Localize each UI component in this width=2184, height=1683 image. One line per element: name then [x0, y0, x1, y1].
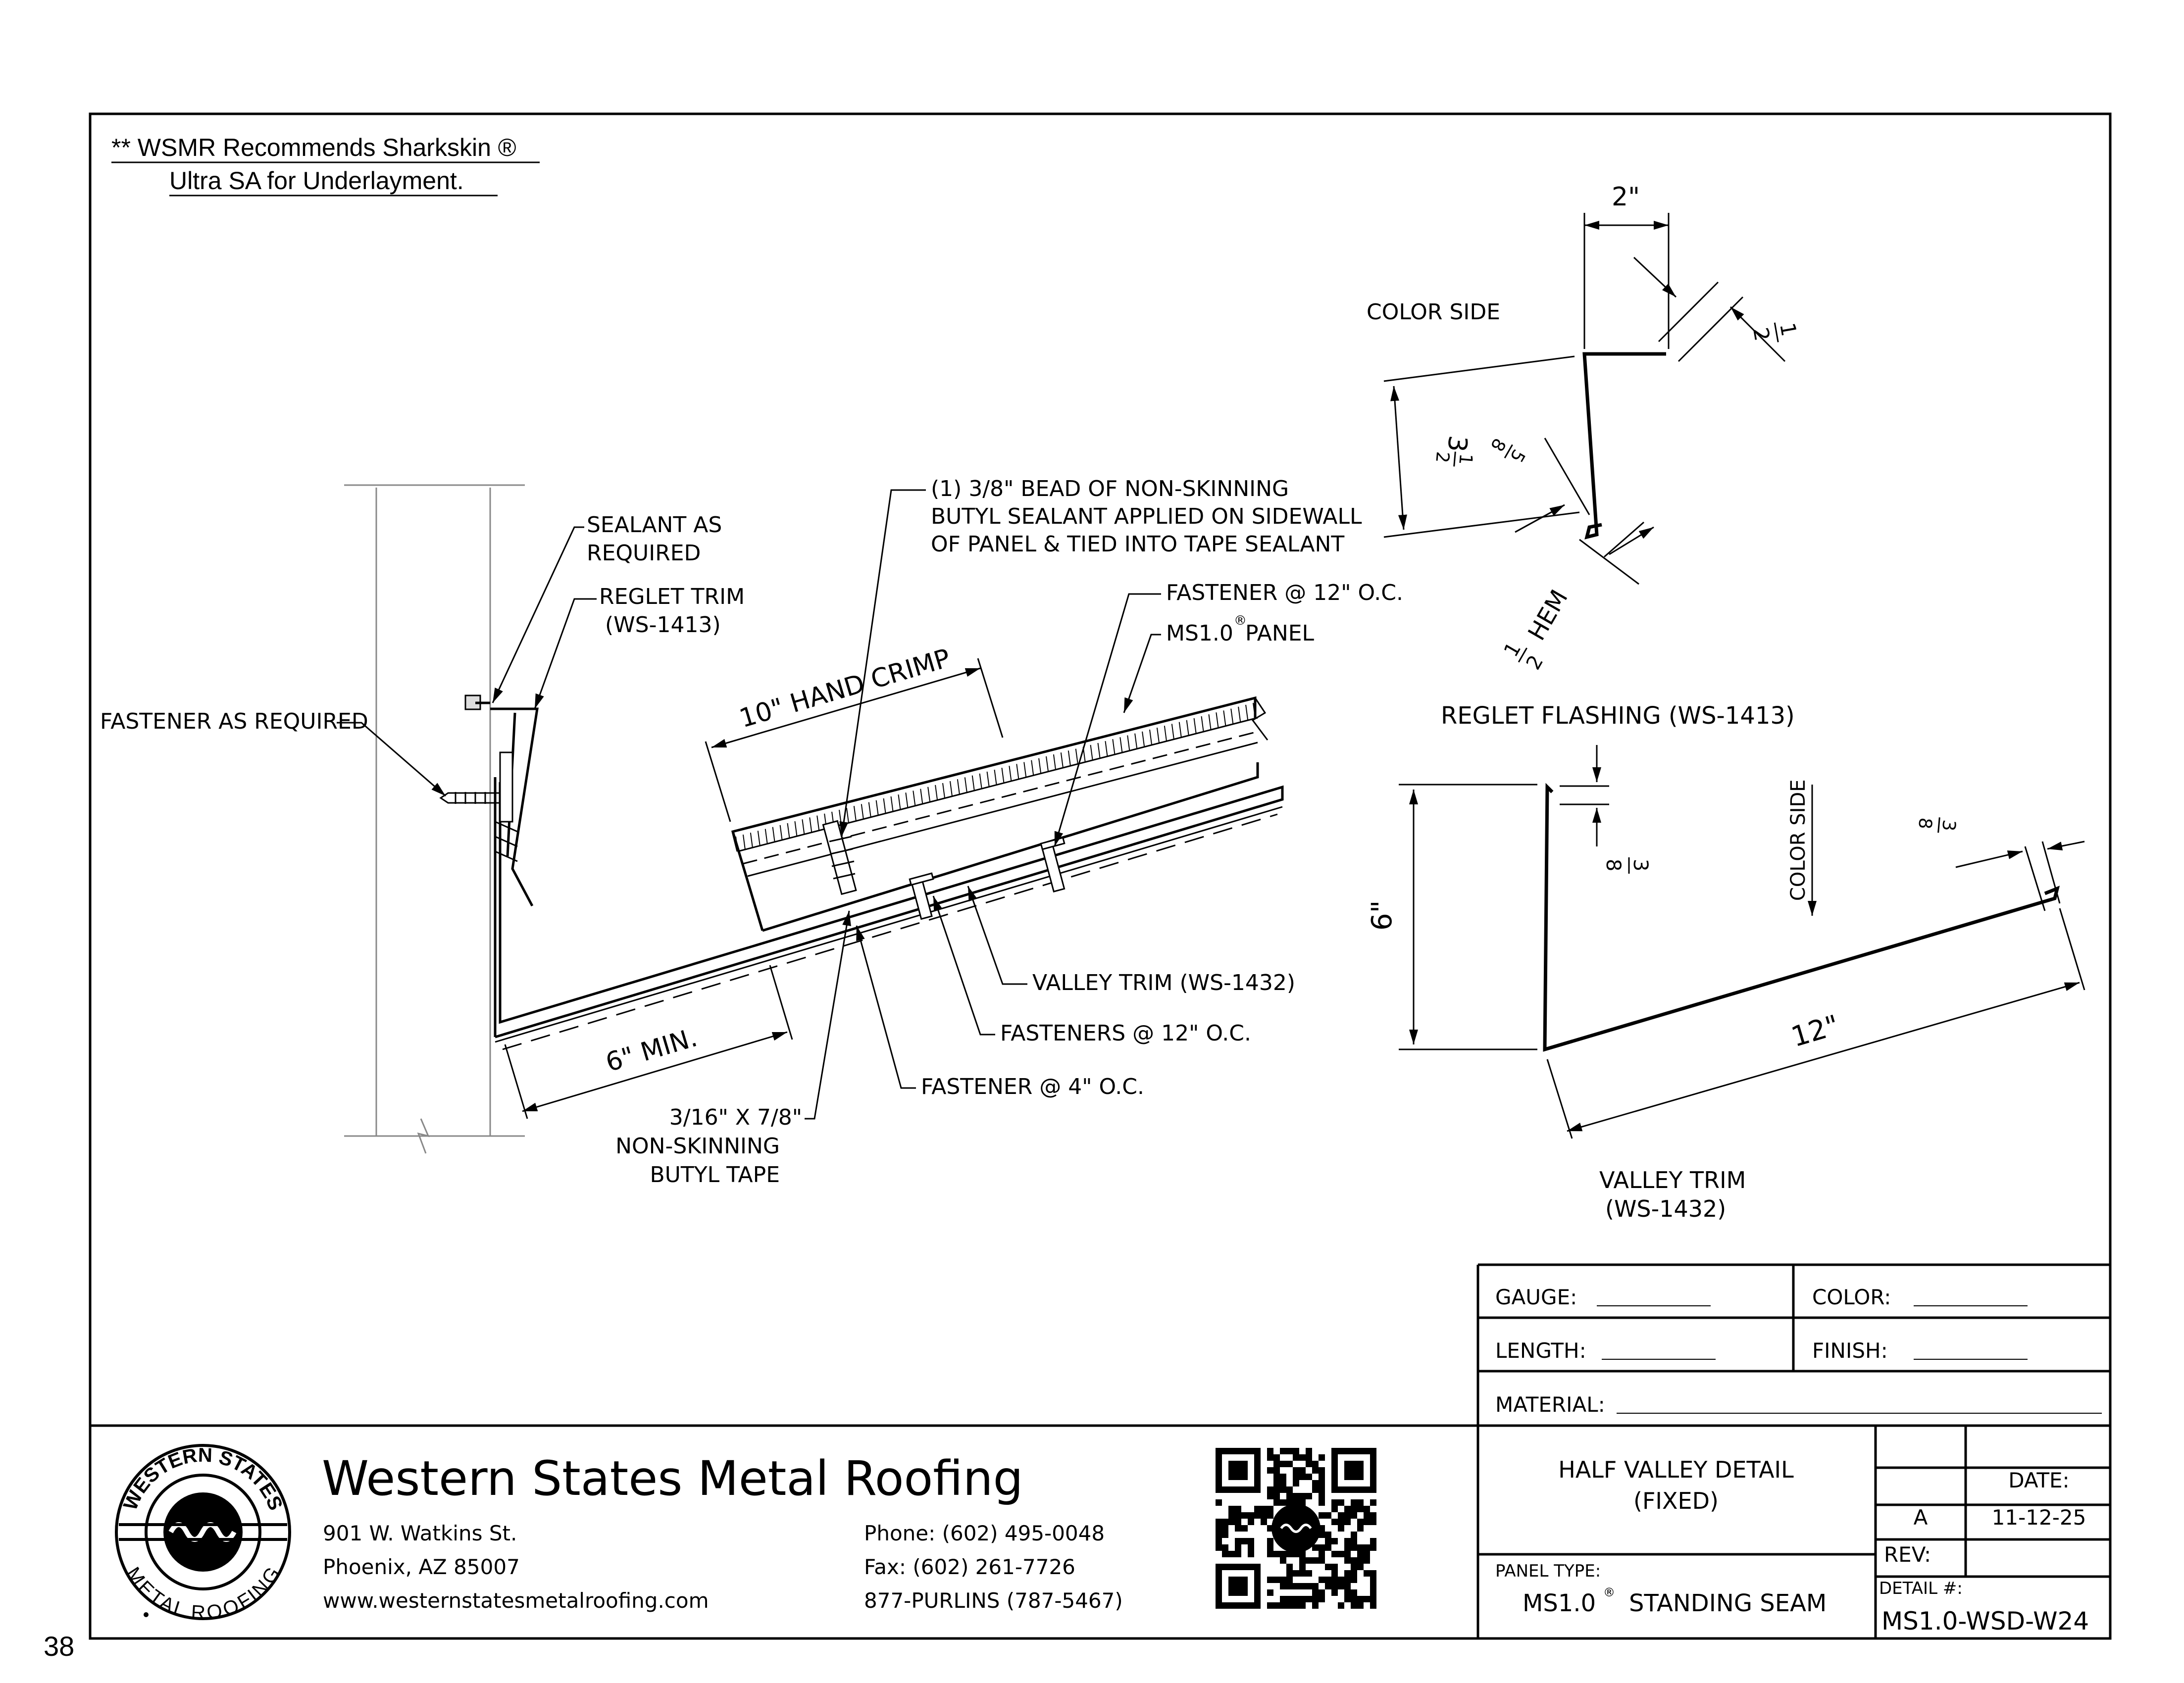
detail-no-label: DETAIL #:: [1879, 1579, 1963, 1598]
spec-gauge: GAUGE:: [1495, 1285, 1577, 1309]
sheet-border: [89, 112, 2112, 1640]
dim-six-min: [504, 965, 793, 1119]
label-panel-reg: ®: [1234, 613, 1247, 628]
label-bead-1: (1) 3/8" BEAD OF NON-SKINNING: [931, 476, 1289, 501]
company-address-2: Phoenix, AZ 85007: [323, 1555, 520, 1579]
label-tape-1: 3/16" X 7/8": [669, 1105, 802, 1130]
page-number: 38: [44, 1631, 74, 1662]
valley-trim-section: [494, 777, 1284, 1039]
svg-text:8: 8: [1914, 817, 1935, 830]
date-label: DATE:: [2008, 1468, 2069, 1492]
main-section-detail: 10" HAND CRIMP 6" MIN. SEALANT AS REQUIR…: [100, 476, 1403, 1188]
reglet-flashing-title: REGLET FLASHING (WS-1413): [1441, 702, 1795, 730]
svg-text:8: 8: [1486, 435, 1510, 454]
svg-text:3: 3: [1938, 819, 1959, 832]
wall-fastener: [439, 751, 518, 862]
label-bead-2: BUTYL SEALANT APPLIED ON SIDEWALL: [931, 504, 1362, 529]
panel-break: [1251, 697, 1269, 741]
panel-type-label: PANEL TYPE:: [1495, 1561, 1601, 1581]
svg-text:2: 2: [1431, 451, 1453, 464]
valley-dim-6: 6": [1366, 900, 1398, 931]
qr-code: [1216, 1448, 1376, 1609]
valley-title-1: VALLEY TRIM: [1599, 1167, 1746, 1193]
reglet-dim-hem: 1 2 HEM: [1500, 585, 1574, 674]
svg-text:8: 8: [1602, 859, 1625, 871]
ms1-panel: [731, 696, 1259, 932]
reglet-flashing-profile: COLOR SIDE 2" 1 2 3 1 2 5 8 1 2 HEM REGL…: [1367, 182, 1801, 730]
label-tape-3: BUTYL TAPE: [650, 1162, 780, 1188]
valley-color-side: COLOR SIDE: [1787, 779, 1810, 901]
svg-text:1: 1: [1775, 321, 1801, 338]
svg-text:HEM: HEM: [1523, 585, 1573, 645]
company-fax: Fax: (602) 261-7726: [864, 1555, 1075, 1579]
company-purlins: 877-PURLINS (787-5467): [864, 1588, 1123, 1613]
date-value: 11-12-25: [1992, 1505, 2086, 1530]
company-address-1: 901 W. Watkins St.: [323, 1521, 517, 1545]
company-phone: Phone: (602) 495-0048: [864, 1521, 1105, 1545]
label-valley-trim: VALLEY TRIM (WS-1432): [1032, 970, 1295, 995]
wall: [344, 484, 525, 1154]
label-panel: MS1.0: [1166, 621, 1233, 646]
valley-trim-profile: 6" 3 8 COLOR SIDE 3 8 12" VALLEY TRIM (W…: [1366, 745, 2085, 1222]
reglet-dim-58: 5 8: [1486, 435, 1529, 466]
label-reglet-2: (WS-1413): [605, 612, 721, 638]
reglet-dim-3-half: 3 1 2: [1431, 434, 1476, 467]
underlayment-line: [502, 813, 1278, 1050]
panel-ribs: [735, 702, 1256, 852]
svg-text:3: 3: [1441, 434, 1473, 453]
reglet-dim-2: 2": [1612, 182, 1640, 212]
company-name: Western States Metal Roofing: [322, 1451, 1023, 1506]
company-logo: WESTERN STATES METAL ROOFING: [115, 1444, 291, 1624]
note-line-1: ** WSMR Recommends Sharkskin ®: [111, 134, 516, 161]
spec-material: MATERIAL:: [1495, 1392, 1605, 1417]
rev-letter: A: [1914, 1505, 1928, 1530]
note-line-2: Ultra SA for Underlayment.: [169, 167, 464, 195]
spec-finish: FINISH:: [1812, 1338, 1888, 1363]
valley-dim-12: 12": [1788, 1009, 1843, 1054]
svg-text:1: 1: [1455, 453, 1476, 466]
label-sealant-1: SEALANT AS: [587, 512, 722, 538]
detail-title-2: (FIXED): [1633, 1487, 1719, 1514]
label-tape-2: NON-SKINNING: [615, 1134, 780, 1159]
leaders: [337, 489, 1161, 1120]
rev-label: REV:: [1884, 1542, 1931, 1567]
detail-no: MS1.0-WSD-W24: [1881, 1607, 2089, 1635]
panel-fasteners: [822, 820, 1066, 920]
reglet-dim-half: 1 2: [1748, 321, 1801, 343]
label-hand-crimp: 10" HAND CRIMP: [736, 644, 954, 734]
valley-dim-38a: 3 8: [1602, 857, 1652, 874]
spec-block: GAUGE: COLOR: LENGTH: FINISH: MATERIAL:: [1495, 1285, 2102, 1417]
label-sealant-2: REQUIRED: [587, 541, 701, 566]
svg-text:2: 2: [1522, 651, 1548, 674]
panel-type-reg: ®: [1603, 1585, 1615, 1599]
spec-length: LENGTH:: [1495, 1338, 1586, 1363]
reglet-profile-line: [1582, 352, 1666, 540]
svg-text:3: 3: [1629, 859, 1652, 871]
panel-type-value: MS1.0: [1523, 1589, 1596, 1617]
detail-title-1: HALF VALLEY DETAIL: [1558, 1456, 1794, 1483]
svg-text:5: 5: [1506, 446, 1529, 466]
valley-dim-38b: 3 8: [1914, 817, 1959, 833]
valley-title-2: (WS-1432): [1605, 1195, 1726, 1222]
label-six-min: 6" MIN.: [603, 1023, 701, 1078]
dim-hand-crimp: [705, 658, 1004, 822]
label-reglet-1: REGLET TRIM: [599, 584, 745, 609]
company-website: www.westernstatesmetalroofing.com: [323, 1588, 709, 1613]
spec-color: COLOR:: [1812, 1285, 1891, 1309]
label-bead-3: OF PANEL & TIED INTO TAPE SEALANT: [931, 532, 1344, 557]
label-fasteners-12: FASTENERS @ 12" O.C.: [1000, 1021, 1251, 1046]
label-fastener-12: FASTENER @ 12" O.C.: [1166, 580, 1403, 605]
callout-labels: SEALANT AS REQUIRED REGLET TRIM (WS-1413…: [100, 476, 1403, 1188]
title-block: WESTERN STATES METAL ROOFING Western Sta…: [115, 1444, 2089, 1635]
label-fastener-4: FASTENER @ 4" O.C.: [921, 1074, 1144, 1099]
label-panel-suffix: PANEL: [1245, 621, 1315, 646]
label-fastener-req: FASTENER AS REQUIRED: [100, 709, 368, 734]
underlayment-note: ** WSMR Recommends Sharkskin ® Ultra SA …: [111, 134, 540, 197]
substrate-line: [495, 806, 1283, 1043]
reglet-color-side: COLOR SIDE: [1367, 299, 1500, 325]
panel-type-suffix: STANDING SEAM: [1629, 1589, 1827, 1617]
